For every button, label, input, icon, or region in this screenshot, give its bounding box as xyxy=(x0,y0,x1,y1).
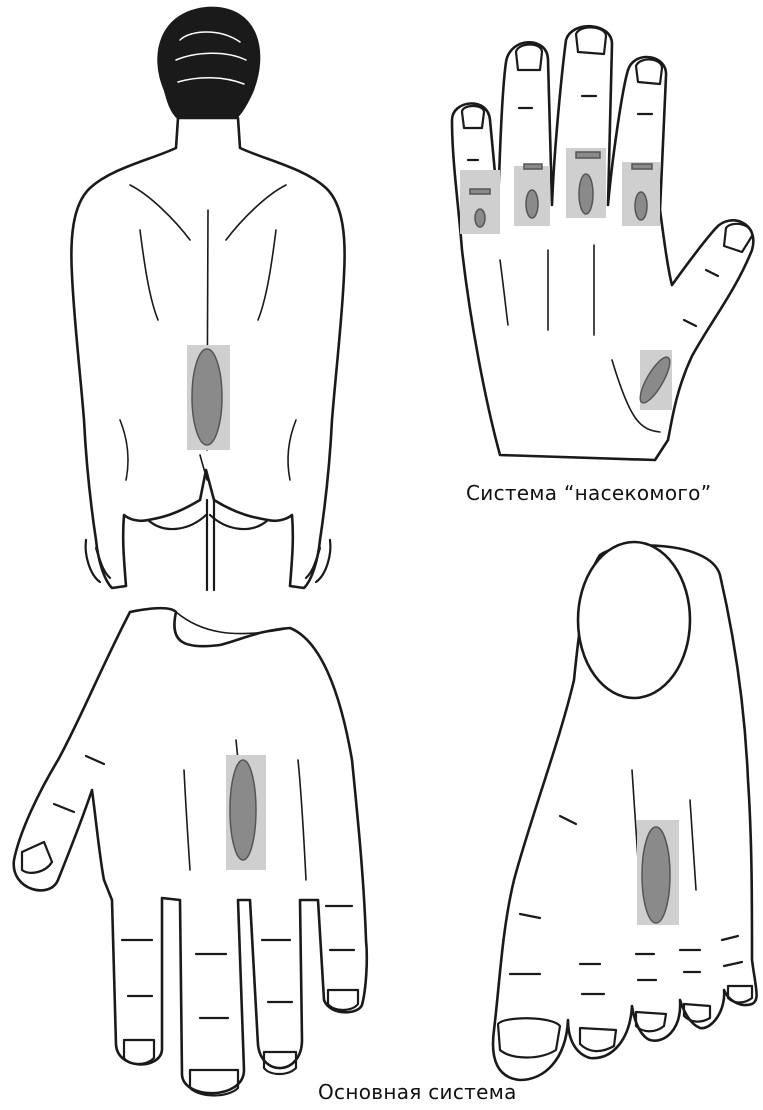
basic-system-caption: Основная система xyxy=(318,1080,517,1104)
insect-system-caption: Система “насекомого” xyxy=(466,481,711,505)
back-spine-zone xyxy=(192,349,222,445)
back-figure xyxy=(71,8,344,590)
back-figure-head xyxy=(159,8,259,128)
insect-hand-outline xyxy=(452,26,753,460)
basic-foot xyxy=(493,542,757,1080)
basic-hand-outline xyxy=(14,608,367,1093)
basic-hand xyxy=(14,608,367,1095)
basic-hand-zone xyxy=(230,760,256,860)
insect-hand xyxy=(452,26,753,460)
insect-finger-zone xyxy=(526,190,538,218)
foot-zone xyxy=(642,827,670,923)
